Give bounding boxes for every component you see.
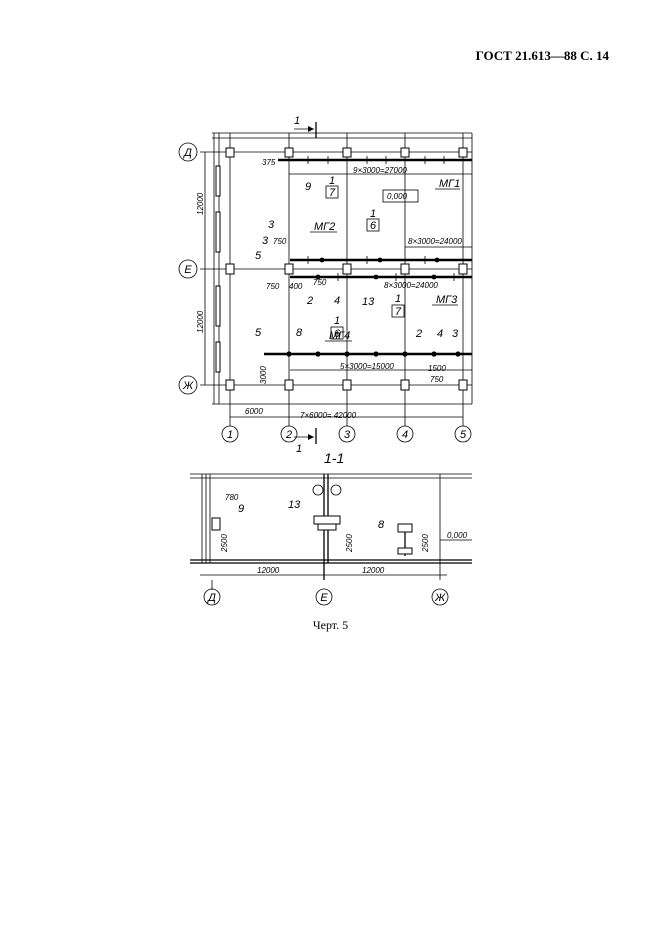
section-mark-top: 1	[294, 115, 317, 138]
svg-text:3000: 3000	[259, 366, 268, 384]
pipeline-mg4	[264, 351, 472, 357]
equipment-13	[312, 484, 342, 531]
svg-text:6: 6	[334, 328, 341, 340]
left-wall-marks	[215, 165, 221, 373]
svg-text:750: 750	[430, 375, 444, 384]
svg-text:1: 1	[334, 315, 340, 327]
svg-text:0,000: 0,000	[447, 531, 468, 540]
svg-text:9: 9	[238, 503, 244, 515]
svg-text:8: 8	[378, 519, 385, 531]
svg-text:400: 400	[289, 282, 303, 291]
svg-text:5: 5	[255, 250, 262, 262]
svg-text:Е: Е	[184, 264, 192, 276]
svg-text:8: 8	[296, 327, 303, 339]
col-axis-2: 2	[280, 425, 298, 443]
svg-text:1: 1	[395, 293, 401, 305]
svg-text:12000: 12000	[362, 566, 385, 575]
row-axis-d: Д	[178, 142, 198, 162]
svg-text:1-1: 1-1	[324, 450, 344, 466]
section-axis-zh: Ж	[431, 588, 449, 606]
svg-text:750: 750	[266, 282, 280, 291]
plan-view: Д Е Ж 1 2 3 4 5 1 1 12000	[178, 115, 473, 455]
svg-text:13: 13	[362, 296, 375, 308]
svg-text:3: 3	[262, 235, 269, 247]
svg-text:2: 2	[285, 429, 292, 441]
columns-row-zh	[225, 379, 468, 391]
svg-text:2500: 2500	[421, 534, 430, 553]
svg-text:1: 1	[294, 115, 300, 127]
svg-text:4: 4	[402, 429, 408, 441]
svg-text:5: 5	[460, 429, 467, 441]
svg-text:1: 1	[227, 429, 233, 441]
svg-text:МГ1: МГ1	[439, 178, 460, 190]
svg-text:Д: Д	[182, 147, 192, 159]
equipment-8	[397, 523, 413, 556]
section-view: 1-1 12000 12000 2500 2500 2500 780 0,000…	[190, 450, 472, 606]
col-axis-4: 4	[396, 425, 414, 443]
svg-text:12000: 12000	[257, 566, 280, 575]
row-axis-zh: Ж	[178, 375, 198, 395]
svg-text:13: 13	[288, 499, 301, 511]
svg-text:3: 3	[268, 219, 275, 231]
svg-text:8×3000=24000: 8×3000=24000	[408, 237, 462, 246]
svg-text:Ж: Ж	[182, 380, 194, 392]
svg-text:2: 2	[415, 328, 422, 340]
svg-text:12000: 12000	[196, 192, 205, 215]
pipeline-mg3	[290, 273, 472, 281]
svg-text:Е: Е	[320, 592, 328, 604]
page-header: ГОСТ 21.613—88 С. 14	[475, 48, 609, 63]
svg-text:0,000: 0,000	[387, 192, 408, 201]
svg-text:9: 9	[305, 181, 311, 193]
svg-text:1: 1	[329, 175, 335, 187]
svg-text:7×6000= 42000: 7×6000= 42000	[300, 411, 357, 420]
svg-text:Д: Д	[206, 592, 216, 604]
svg-text:2500: 2500	[220, 534, 229, 553]
pipeline-mg2	[290, 256, 472, 264]
svg-text:6: 6	[370, 220, 377, 232]
pipeline-mg1	[278, 156, 472, 164]
svg-text:780: 780	[225, 493, 239, 502]
svg-text:1: 1	[296, 443, 302, 455]
columns-row-e	[225, 263, 468, 275]
svg-text:12000: 12000	[196, 310, 205, 333]
col-axis-5: 5	[454, 425, 472, 443]
svg-text:750: 750	[313, 278, 327, 287]
svg-text:2500: 2500	[345, 534, 354, 553]
svg-text:750: 750	[273, 237, 287, 246]
svg-text:4: 4	[334, 295, 340, 307]
svg-text:1: 1	[370, 208, 376, 220]
section-axis-d: Д	[203, 588, 221, 606]
col-axis-3: 3	[338, 425, 356, 443]
svg-text:МГ3: МГ3	[436, 294, 458, 306]
columns-row-d	[225, 147, 468, 158]
svg-text:8×3000=24000: 8×3000=24000	[384, 281, 438, 290]
svg-text:7: 7	[329, 187, 336, 199]
svg-text:3: 3	[452, 328, 459, 340]
svg-text:Ж: Ж	[434, 592, 446, 604]
svg-text:9×3000=27000: 9×3000=27000	[353, 166, 407, 175]
svg-text:4: 4	[437, 328, 443, 340]
svg-text:5: 5	[255, 327, 262, 339]
svg-text:5×3000=15000: 5×3000=15000	[340, 362, 394, 371]
col-axis-1: 1	[221, 425, 239, 443]
svg-text:7: 7	[395, 306, 402, 318]
svg-text:375: 375	[262, 158, 276, 167]
figure-caption: Черт. 5	[312, 618, 349, 632]
section-mark-bottom: 1	[294, 428, 317, 455]
svg-text:1500: 1500	[428, 364, 446, 373]
section-axis-e: Е	[315, 588, 333, 606]
svg-text:3: 3	[344, 429, 351, 441]
row-axis-e: Е	[178, 259, 198, 279]
svg-text:2: 2	[306, 295, 313, 307]
svg-text:МГ2: МГ2	[314, 221, 335, 233]
svg-text:6000: 6000	[245, 407, 263, 416]
